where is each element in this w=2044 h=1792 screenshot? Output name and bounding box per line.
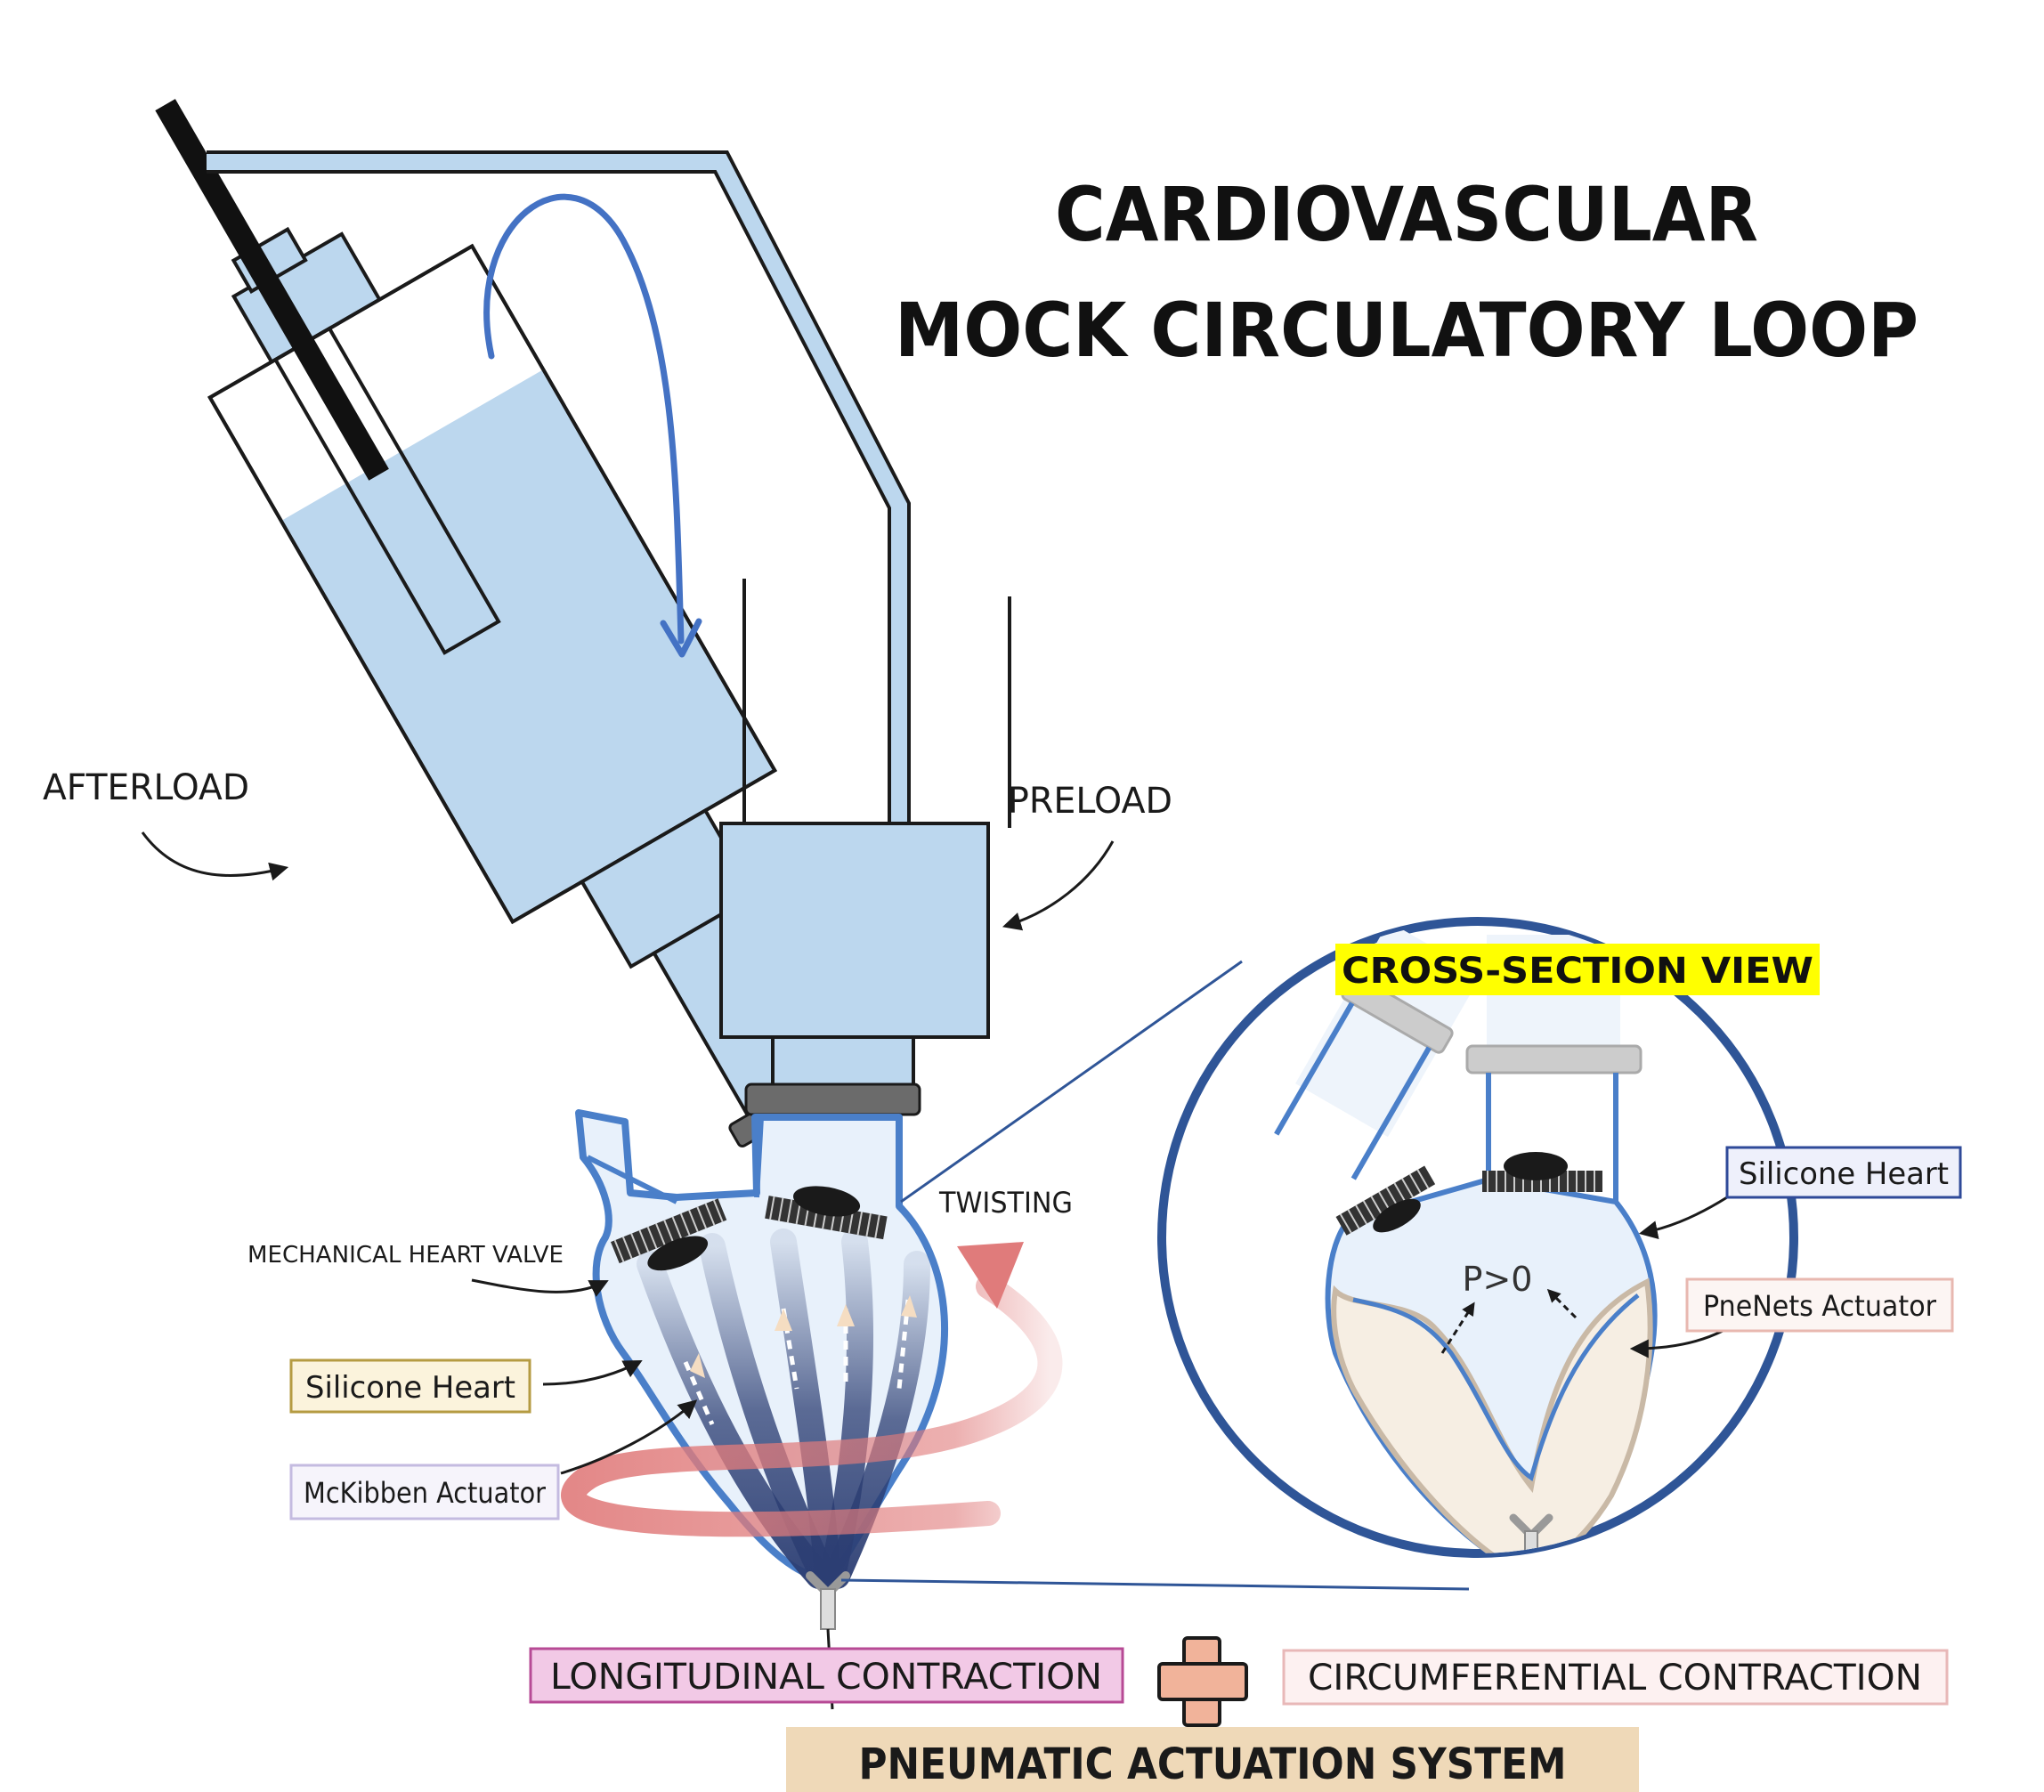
preload-clamp — [744, 1082, 921, 1116]
preload-pointer — [1002, 840, 1115, 931]
mechanical-heart-valve-left — [610, 1198, 727, 1271]
silicone-heart-left-label: Silicone Heart — [305, 1370, 515, 1406]
cross-section-label: CROSS-SECTION VIEW — [1342, 951, 1813, 992]
left-heart — [575, 1109, 948, 1710]
afterload-rod — [155, 99, 389, 481]
longitudinal-box — [529, 1647, 1124, 1704]
preload-reservoir — [719, 822, 990, 1039]
mckibben-box — [289, 1464, 560, 1520]
pressure-label: P>0 — [1463, 1260, 1533, 1299]
pneumatic-label: PNEUMATIC ACTUATION SYSTEM — [859, 1739, 1567, 1789]
title-line-1: CARDIOVASCULAR — [1055, 171, 1758, 258]
circumferential-label: CIRCUMFERENTIAL CONTRACTION — [1308, 1658, 1922, 1699]
preload-label: PRELOAD — [1008, 781, 1172, 822]
silicone-heart-left-pointer — [542, 1360, 643, 1386]
twisting-label: TWISTING — [938, 1186, 1073, 1220]
afterload-assembly — [155, 99, 856, 1147]
mckibben-strap-5 — [823, 1251, 930, 1589]
pneumatic-box — [786, 1727, 1639, 1792]
afterload-pointer — [141, 831, 289, 881]
pnenets-band — [1331, 1277, 1653, 1553]
twisting-arrow — [561, 1274, 1063, 1537]
pnenets-label: PneNets Actuator — [1703, 1289, 1937, 1323]
mckibben-strap-1 — [637, 1251, 832, 1589]
afterload-label: AFTERLOAD — [43, 767, 249, 808]
zoom-line-top — [900, 960, 1243, 1204]
circumferential-box — [1282, 1649, 1949, 1706]
title-line-2: MOCK CIRCULATORY LOOP — [895, 287, 1918, 374]
flow-arrow — [483, 193, 685, 645]
cross-section-highlight — [1335, 944, 1820, 995]
cross-section-content — [1274, 921, 1658, 1553]
silicone-heart-right-pointer — [1638, 1196, 1728, 1239]
silicone-heart-right-box — [1725, 1146, 1962, 1199]
mckibben-strap-2 — [699, 1233, 837, 1589]
silicone-heart-left-box — [289, 1358, 531, 1414]
mckibben-label: McKibben Actuator — [304, 1476, 547, 1510]
zoom-line-bottom — [840, 1578, 1470, 1591]
silicone-heart-right-label: Silicone Heart — [1739, 1156, 1949, 1192]
mechanical-valve-label: MECHANICAL HEART VALVE — [247, 1242, 564, 1269]
longitudinal-label: LONGITUDINAL CONTRACTION — [550, 1657, 1102, 1698]
preload-assembly — [719, 579, 1011, 1116]
pnenets-box — [1685, 1277, 1954, 1333]
mckibben-pointer — [560, 1399, 698, 1475]
valve-pointer — [471, 1278, 609, 1297]
afterload-fluid — [282, 370, 773, 920]
mechanical-heart-valve-right — [765, 1186, 888, 1240]
plus-icon — [1157, 1636, 1248, 1727]
pnenets-pointer — [1629, 1329, 1724, 1358]
